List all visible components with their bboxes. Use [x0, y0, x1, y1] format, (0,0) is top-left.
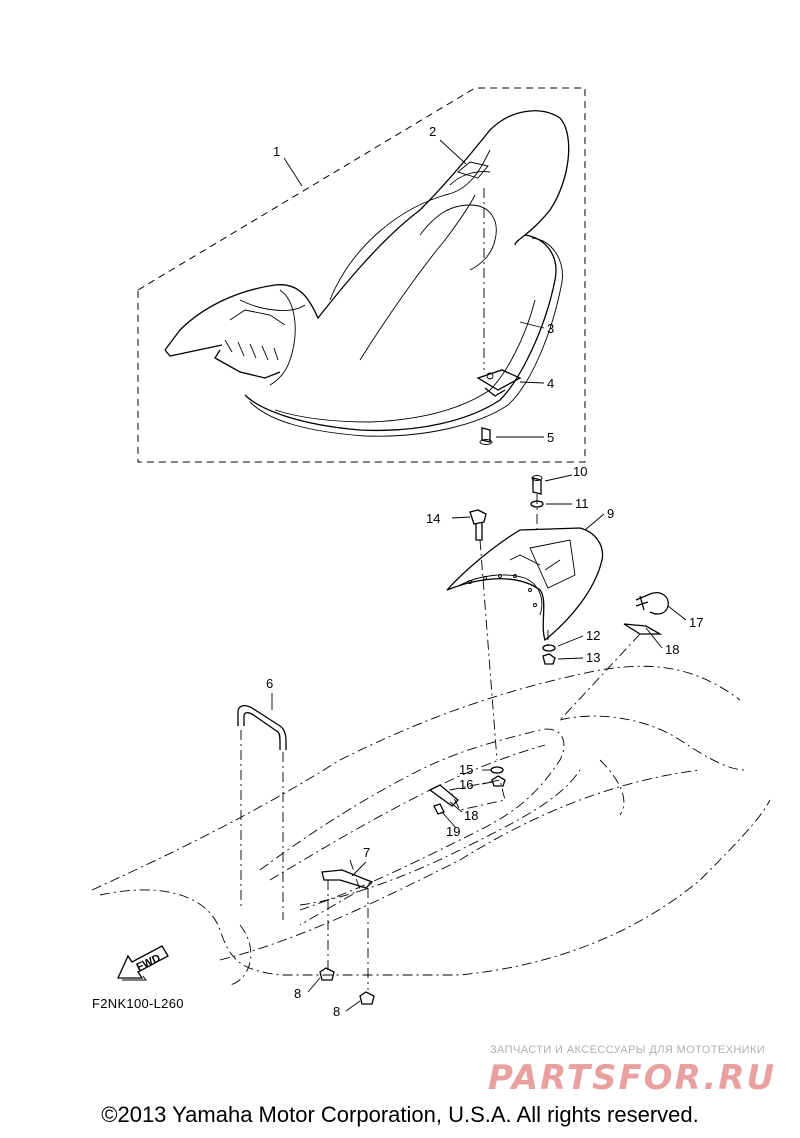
- callout-16: 16: [459, 777, 473, 792]
- lower-fasteners-drawing: [428, 766, 506, 815]
- callout-10: 10: [573, 464, 587, 479]
- callout-4: 4: [547, 376, 554, 391]
- callout-6: 6: [266, 676, 273, 691]
- watermark-tagline: ЗАПЧАСТИ И АКСЕССУАРЫ ДЛЯ МОТОТЕХНИКИ: [490, 1044, 766, 1056]
- fwd-arrow-icon: FWD: [116, 945, 169, 981]
- bracket-and-nuts-drawing: [319, 869, 375, 1005]
- callout-1: 1: [273, 144, 280, 159]
- callout-19: 19: [446, 824, 460, 839]
- callout-8-b: 8: [333, 1004, 340, 1019]
- callout-9: 9: [607, 506, 614, 521]
- callout-5: 5: [547, 430, 554, 445]
- fwd-label: FWD: [135, 952, 163, 973]
- callout-18-lower: 18: [464, 808, 478, 823]
- fasteners-drawing: [469, 475, 556, 761]
- hull-deck-drawing: [91, 665, 771, 986]
- diagram-code: F2NK100-L260: [92, 996, 184, 1011]
- callout-15: 15: [459, 762, 473, 777]
- callout-leaders: [271, 139, 687, 1012]
- callout-13: 13: [586, 650, 600, 665]
- watermark-logo: PARTSFOR.RU: [488, 1058, 777, 1098]
- seat-bracket-drawing: [446, 527, 604, 642]
- callout-18-upper: 18: [665, 642, 679, 657]
- callout-2: 2: [429, 124, 436, 139]
- copyright-notice: ©2013 Yamaha Motor Corporation, U.S.A. A…: [101, 1102, 699, 1127]
- callout-labels: 1 2 3 4 5 10 11 9 14 17 12 18 13 6 15 16…: [266, 124, 703, 1019]
- seat-drawing: [164, 110, 570, 437]
- callout-14: 14: [426, 511, 440, 526]
- callout-3: 3: [547, 321, 554, 336]
- callout-8-a: 8: [294, 986, 301, 1001]
- callout-12: 12: [586, 628, 600, 643]
- seat-hook-drawing: [476, 188, 522, 445]
- callout-7: 7: [363, 845, 370, 860]
- u-bolt-drawing: [559, 592, 669, 721]
- seat-assembly-box: [137, 87, 586, 463]
- grab-handle-drawing: [237, 705, 287, 920]
- callout-11: 11: [575, 496, 589, 511]
- callout-17: 17: [689, 615, 703, 630]
